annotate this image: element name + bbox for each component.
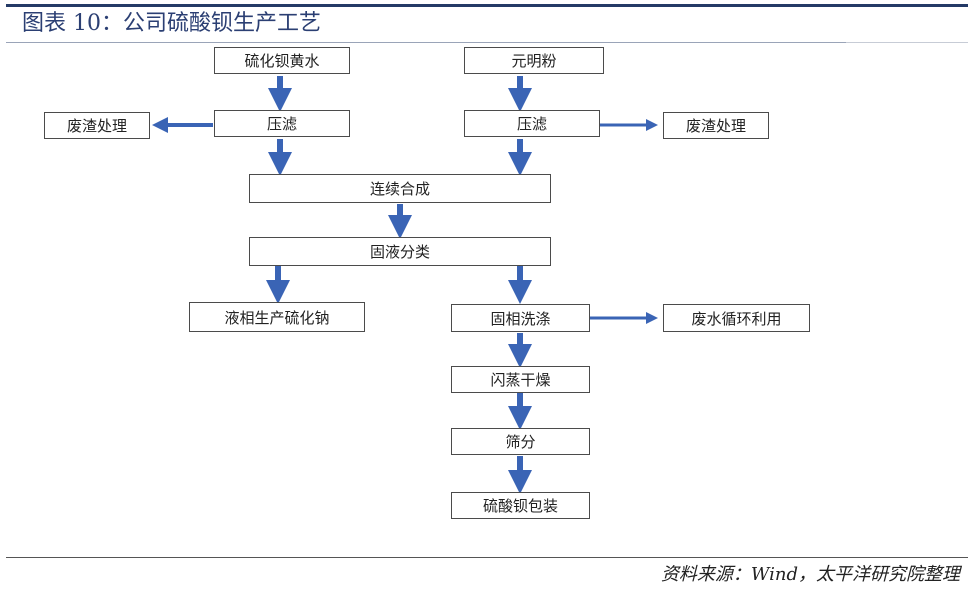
title-underline-right	[846, 42, 968, 43]
source-note: 资料来源：Wind，太平洋研究院整理	[660, 564, 960, 585]
node-flash-dry: 闪蒸干燥	[451, 366, 590, 393]
node-raw-yuanming: 元明粉	[464, 47, 604, 74]
title-underline	[6, 42, 846, 43]
node-solid-wash: 固相洗涤	[451, 304, 590, 332]
node-filter-left: 压滤	[214, 110, 350, 137]
node-waste-left: 废渣处理	[44, 112, 150, 139]
figure-title: 图表 10：公司硫酸钡生产工艺	[22, 11, 321, 36]
node-raw-bhs: 硫化钡黄水	[214, 47, 350, 74]
node-packaging: 硫酸钡包装	[451, 492, 590, 519]
node-separation: 固液分类	[249, 237, 551, 266]
bottom-rule	[6, 557, 968, 558]
node-wastewater: 废水循环利用	[663, 304, 810, 332]
node-liquid-sodium: 液相生产硫化钠	[189, 302, 365, 332]
top-rule	[6, 4, 968, 7]
node-filter-right: 压滤	[464, 110, 600, 137]
node-sieve: 筛分	[451, 428, 590, 455]
node-synthesis: 连续合成	[249, 174, 551, 203]
node-waste-right: 废渣处理	[663, 112, 769, 139]
